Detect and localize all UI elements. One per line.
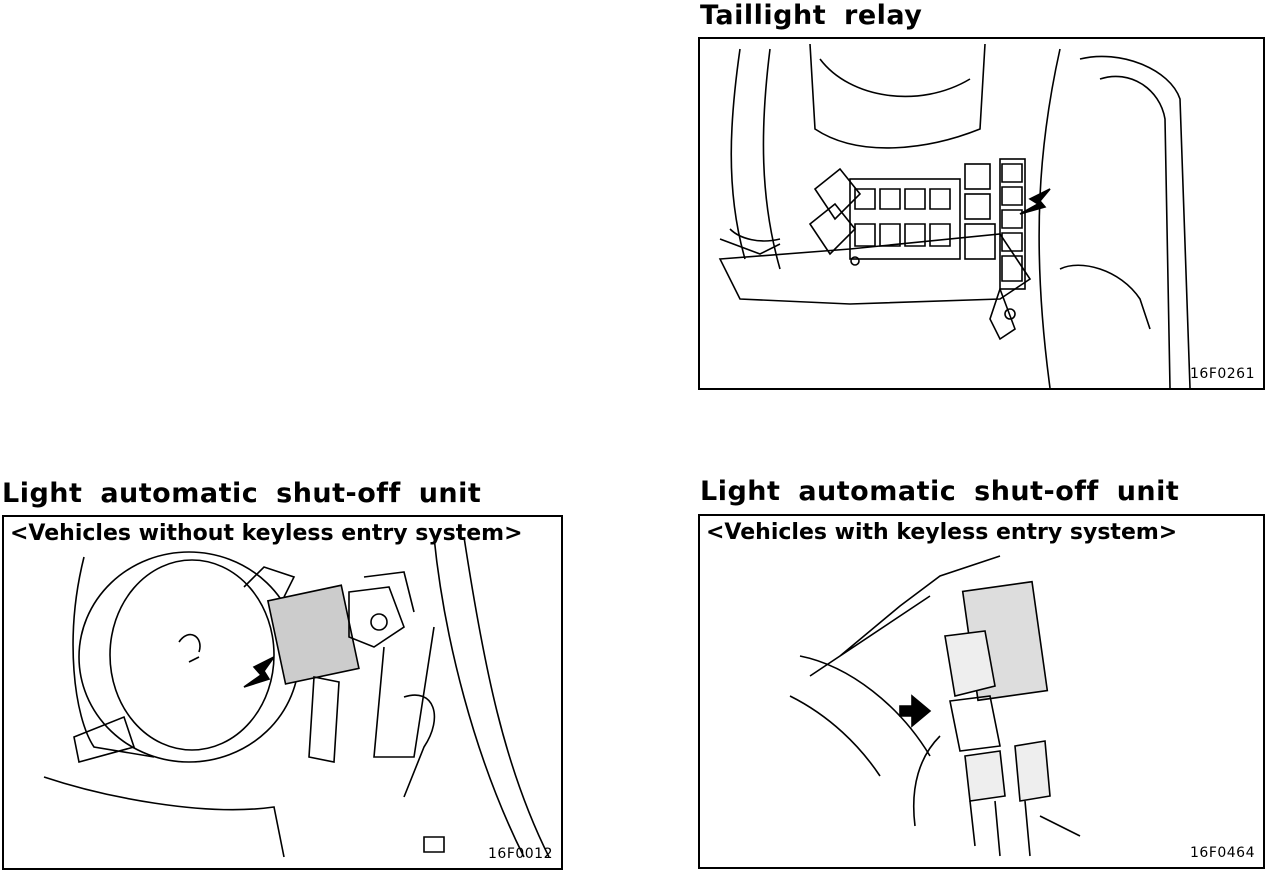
- figure-subtitle: <Vehicles without keyless entry system>: [10, 521, 523, 546]
- figure-number: 16F0261: [1190, 366, 1255, 382]
- figure-panel-taillight-relay: 16F0261: [698, 37, 1265, 390]
- figure-title-shutoff-unit-without-keyless: Light automatic shut-off unit: [2, 478, 482, 509]
- relay-box-illustration-icon: [718, 43, 1191, 388]
- relay-cluster-illustration-icon: [789, 555, 1081, 857]
- speaker-unit-illustration-icon: [43, 536, 550, 858]
- figure-number: 16F0012: [488, 846, 553, 862]
- figure-panel-shutoff-unit-without-keyless: <Vehicles without keyless entry system> …: [2, 515, 563, 870]
- figure-title-shutoff-unit-with-keyless: Light automatic shut-off unit: [700, 476, 1180, 507]
- figure-number: 16F0464: [1190, 845, 1255, 861]
- figure-panel-shutoff-unit-with-keyless: <Vehicles with keyless entry system> 16F…: [698, 514, 1265, 869]
- figure-title-taillight-relay: Taillight relay: [700, 0, 923, 31]
- figure-subtitle: <Vehicles with keyless entry system>: [706, 520, 1178, 545]
